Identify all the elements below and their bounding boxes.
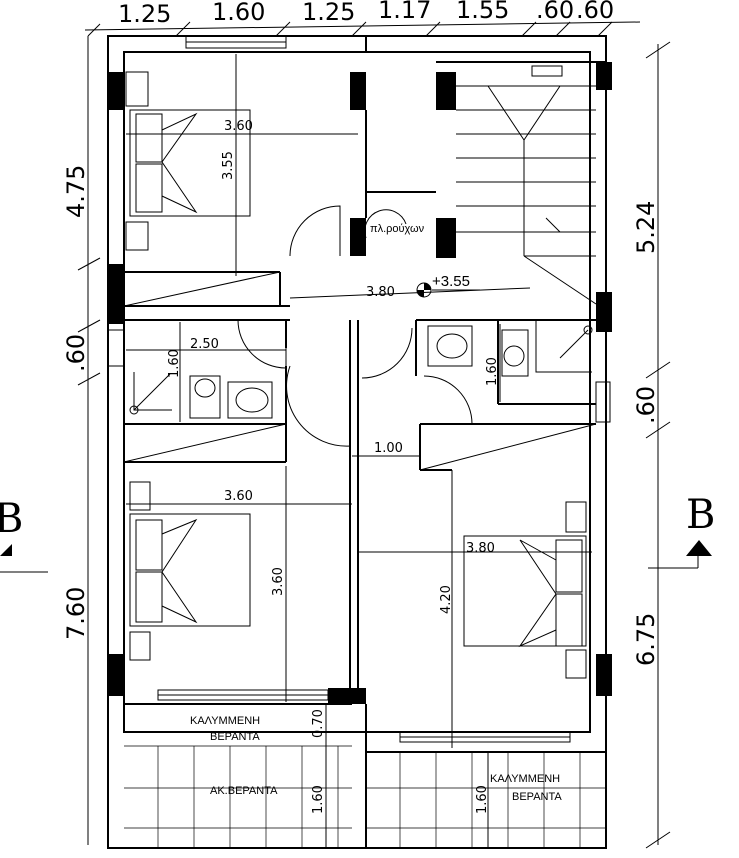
section-label-right: B xyxy=(686,492,715,538)
covered-veranda-left-line1: ΚΑΛΥΜΜΕΝΗ xyxy=(190,715,260,727)
left-dimension-line xyxy=(77,36,101,845)
corridor-width: 1.00 xyxy=(374,441,403,456)
doors xyxy=(237,205,473,447)
left-dim-upper: 4.75 xyxy=(62,165,90,218)
bed3-depth: 4.20 xyxy=(439,585,454,614)
right-dimension-line xyxy=(645,41,671,849)
top-dim-2: 1.60 xyxy=(212,0,265,26)
level-marker xyxy=(416,282,480,298)
top-dim-3: 1.25 xyxy=(302,0,355,26)
interior-walls xyxy=(124,110,606,848)
bath2-depth: 1.60 xyxy=(485,357,500,386)
left-dim-lower: 7.60 xyxy=(62,587,90,640)
top-dim-5: 1.55 xyxy=(456,0,509,24)
covered-veranda-right-line1: ΚΑΛΥΜΜΕΝΗ xyxy=(490,773,560,785)
top-dim-4: 1.17 xyxy=(378,0,431,24)
hall-length: 3.80 xyxy=(366,285,395,300)
bed-1 xyxy=(125,71,251,251)
bed-3 xyxy=(463,501,587,679)
top-dim-1: 1.25 xyxy=(118,0,171,28)
right-dim-window: .60 xyxy=(632,386,660,424)
windows xyxy=(107,35,611,743)
bath1-depth: 1.60 xyxy=(167,349,182,378)
veranda-offset: 0.70 xyxy=(311,709,326,738)
outer-walls xyxy=(107,35,607,849)
wardrobe-lines xyxy=(123,271,597,471)
covered-veranda-right-line2: ΒΕΡΑΝΤΑ xyxy=(512,791,562,803)
bed1-width: 3.60 xyxy=(224,119,253,134)
left-dim-window: .60 xyxy=(62,334,90,372)
bed3-width: 3.80 xyxy=(466,541,495,556)
section-label-left: B xyxy=(0,496,23,542)
staircase xyxy=(456,85,597,305)
bath1-width: 2.50 xyxy=(190,337,219,352)
bed2-depth: 3.60 xyxy=(271,567,286,596)
veranda-depth-left: 1.60 xyxy=(311,785,326,814)
bed-2 xyxy=(129,481,251,661)
right-dim-upper: 5.24 xyxy=(632,201,660,254)
covered-veranda-left-line2: ΒΕΡΑΝΤΑ xyxy=(210,731,260,743)
laundry-label: πλ.ρούχων xyxy=(370,223,425,235)
structural-columns xyxy=(108,62,612,704)
open-veranda-label: ΑΚ.ΒΕΡΑΝΤΑ xyxy=(210,785,278,797)
bed2-width: 3.60 xyxy=(224,489,253,504)
veranda-tiles xyxy=(124,745,606,848)
bathroom-2-fixtures xyxy=(427,320,593,377)
section-mark-right xyxy=(648,540,712,569)
room-dimension-lines xyxy=(126,54,592,848)
bed1-depth: 3.55 xyxy=(221,151,236,180)
veranda-depth-right: 1.60 xyxy=(475,785,490,814)
level-value: +3.55 xyxy=(432,273,470,290)
right-dim-lower: 6.75 xyxy=(632,613,660,666)
bathroom-1-fixtures xyxy=(129,372,273,419)
top-dimension-line xyxy=(84,21,641,37)
top-dim-7: .60 xyxy=(576,0,614,24)
section-mark-left xyxy=(0,544,48,573)
top-dim-6: .60 xyxy=(536,0,574,24)
